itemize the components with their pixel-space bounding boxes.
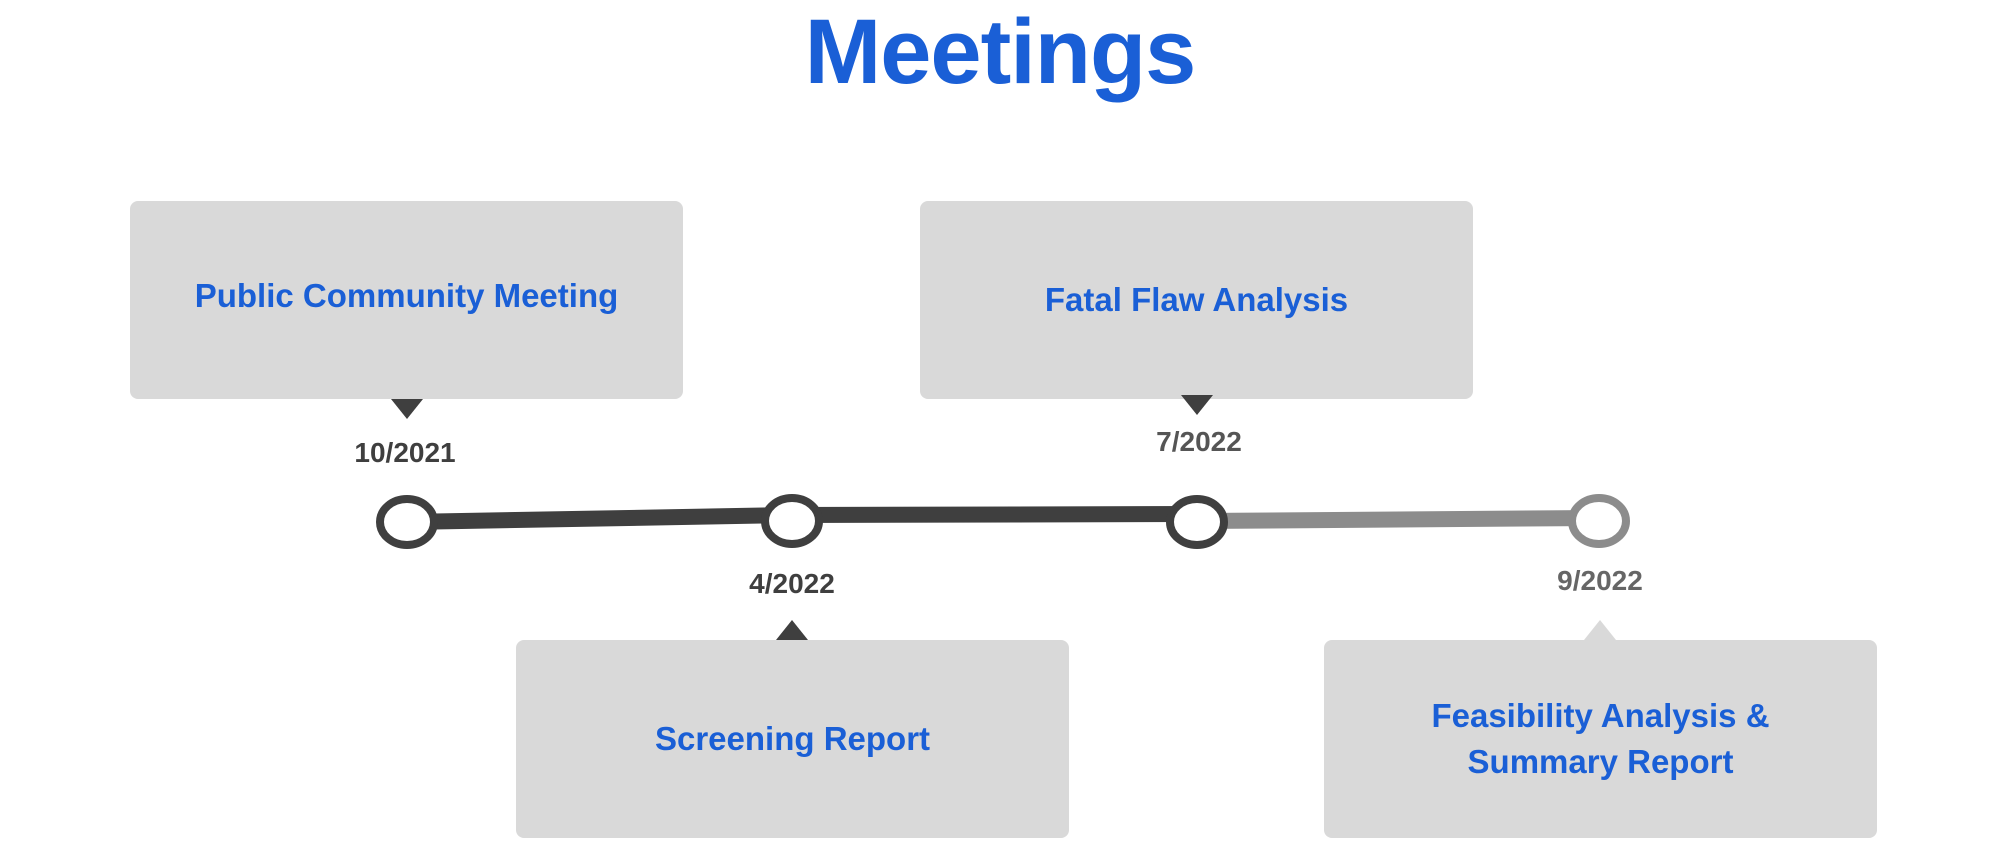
milestone-pointer xyxy=(1584,620,1616,640)
milestone-node-2 xyxy=(761,494,823,548)
milestone-card-feasibility-analysis: Feasibility Analysis & Summary Report xyxy=(1324,640,1877,838)
milestone-label: Screening Report xyxy=(654,720,931,757)
milestone-node-1 xyxy=(376,495,438,549)
milestone-pointer xyxy=(391,399,423,419)
milestone-date: 7/2022 xyxy=(1156,426,1242,457)
milestone-card-screening-report: Screening Report xyxy=(516,640,1069,838)
milestone-pointer xyxy=(1181,395,1213,415)
milestone-card-public-community-meeting: Public Community Meeting xyxy=(130,201,683,399)
page-title: Meetings xyxy=(804,1,1197,103)
milestone-label: Feasibility Analysis & Summary Report xyxy=(1431,697,1770,780)
timeline-segment-upcoming xyxy=(1196,510,1600,529)
milestone-label: Fatal Flaw Analysis xyxy=(1044,281,1349,318)
milestone-date: 9/2022 xyxy=(1557,565,1643,596)
milestone-date: 10/2021 xyxy=(354,437,456,468)
milestone-node-3 xyxy=(1166,495,1228,549)
milestone-pointer xyxy=(776,620,808,640)
milestone-node-4 xyxy=(1568,494,1630,548)
milestone-label: Public Community Meeting xyxy=(194,277,619,314)
milestone-date: 4/2022 xyxy=(749,568,835,599)
milestone-card-fatal-flaw-analysis: Fatal Flaw Analysis xyxy=(920,201,1473,399)
